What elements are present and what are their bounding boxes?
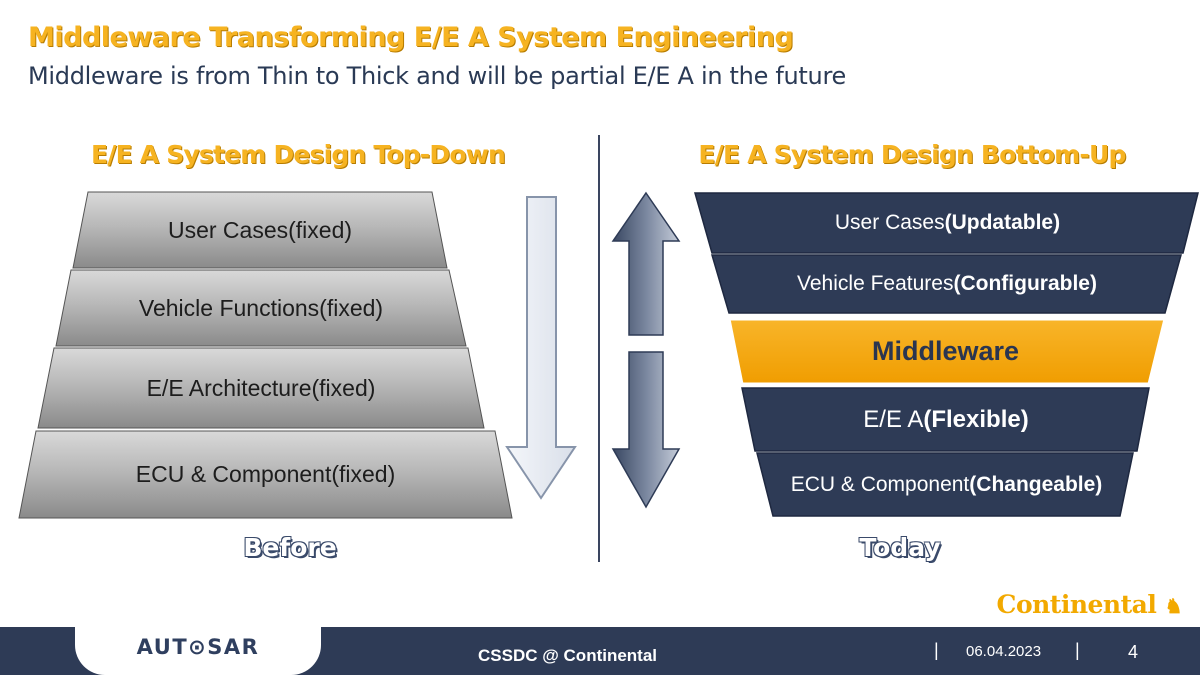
right-layer-label-user-cases: User Cases(Updatable) [712, 193, 1183, 253]
right-layer-label-vehicle-features-normal: Vehicle Features [797, 272, 954, 295]
autosar-logo: AUT⊙SAR [75, 619, 321, 675]
continental-logo: Continental ♞ [996, 590, 1183, 619]
left-layer-label-ee-architecture: E/E Architecture(fixed) [146, 374, 376, 401]
right-layer-vehicle-features [710, 254, 1182, 314]
left-layer-label-vehicle-functions: Vehicle Functions(fixed) [138, 294, 384, 321]
right-layer-label-user-cases-bold: (Updatable) [944, 211, 1061, 234]
right-panel-heading: E/E A System Design Bottom-Up [698, 140, 1126, 169]
left-layer-label-user-cases: User Cases(fixed) [167, 216, 353, 243]
footer-event: CSSDC @ Continental [478, 646, 658, 665]
right-layer-label-user-cases-normal: User Cases [834, 211, 945, 234]
left-panel-heading: E/E A System Design Top-Down [90, 140, 506, 169]
right-layer-label-vehicle-features-bold: (Configurable) [953, 272, 1097, 295]
left-layer-ecu-component [18, 430, 513, 519]
right-layer-label-ee-a-bold: (Flexible) [923, 405, 1029, 433]
autosar-logo-text: AUT⊙SAR [136, 635, 260, 659]
up-arrow-icon [611, 191, 681, 336]
right-funnel [694, 192, 1199, 517]
right-layer-label-ee-a-normal: E/E A [863, 405, 924, 433]
left-panel-caption: Before [243, 533, 337, 562]
right-layer-label-vehicle-features: Vehicle Features(Configurable) [729, 255, 1165, 313]
right-layer-user-cases [694, 192, 1199, 254]
right-layer-label-middleware: Middleware [742, 319, 1149, 384]
right-layer-ecu-component [756, 452, 1134, 517]
left-layer-label-ecu-component: ECU & Component(fixed) [135, 461, 396, 487]
left-layer-user-cases [72, 191, 448, 269]
down-arrow-icon [505, 196, 577, 500]
left-layer-vehicle-functions [55, 269, 467, 347]
right-layer-label-ee-a: E/E A(Flexible) [755, 388, 1137, 451]
right-layer-label-middleware-bold: Middleware [871, 336, 1020, 366]
footer-separator-1: | [934, 640, 939, 660]
footer-page-number: 4 [1128, 642, 1139, 662]
continental-logo-text: Continental [996, 590, 1157, 619]
footer-date: 06.04.2023 [966, 643, 1042, 660]
right-panel-caption: Today [859, 533, 941, 562]
slide-title: Middleware Transforming E/E A System Eng… [28, 22, 794, 53]
down-arrow-dark-icon [611, 351, 681, 509]
right-layer-label-ecu-component-normal: ECU & Component [790, 472, 970, 496]
footer-separator-2: | [1075, 640, 1080, 660]
horse-icon: ♞ [1164, 594, 1183, 618]
right-layer-ee-a [741, 387, 1150, 452]
left-pyramid [18, 191, 513, 519]
left-layer-ee-architecture [37, 347, 485, 429]
right-layer-middleware [727, 317, 1167, 386]
panel-divider [598, 135, 600, 562]
slide-subtitle: Middleware is from Thin to Thick and wil… [28, 62, 846, 90]
right-layer-label-ecu-component: ECU & Component(Changeable) [773, 453, 1120, 516]
right-layer-label-ecu-component-bold: (Changeable) [969, 472, 1103, 496]
diagram-canvas [18, 191, 1199, 519]
